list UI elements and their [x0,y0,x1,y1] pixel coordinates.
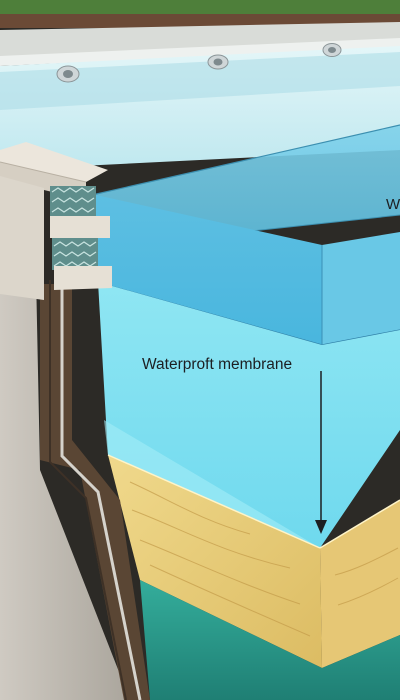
plywood-layer [108,455,322,668]
membrane-layer-front [104,420,320,548]
membrane-label: Waterproft membrane [142,356,292,373]
coping-edge [0,161,87,183]
wall-jet-icon [322,43,342,57]
insulation-block [52,238,98,270]
wall-liner-strip [49,280,127,700]
water-layer-deep-side [322,232,400,345]
wall-liner-strip [60,280,142,700]
wall-jet-icon [56,65,80,83]
coping-ledge [54,266,112,290]
pool-deck-far [0,22,400,58]
coping-block-side [0,176,44,300]
soil-backfill [40,284,150,700]
wall-jet-icon [207,54,229,70]
pool-coping-far [0,38,400,66]
wood-grain [129,481,399,637]
water-far-wall [0,52,400,110]
membrane-arrowhead-icon [315,520,327,534]
slab-edge-line [91,124,400,196]
base-layer [140,580,400,700]
plywood-layer-side [320,500,400,668]
water-layer-deep [96,195,322,345]
plywood-edge [319,499,400,549]
concrete-wall [0,176,130,700]
coping-block-top [0,142,108,182]
insulation-block [50,186,96,216]
plywood-edge [107,454,321,549]
coping-ledge [50,216,110,238]
edge-label-fragment: W [386,196,400,213]
